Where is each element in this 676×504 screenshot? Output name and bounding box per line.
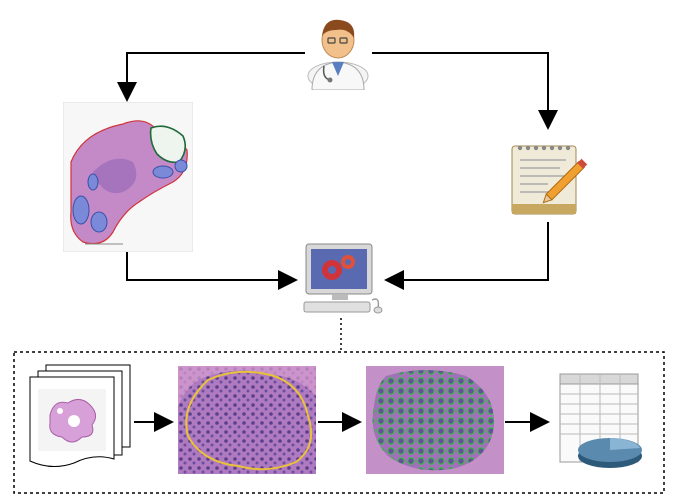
arrow-report-to-computer [384,222,549,290]
segmented-cells-tile [366,366,504,474]
doctor-icon [304,12,372,90]
annotated-slide-image [63,102,193,252]
pipeline-box [13,351,665,494]
arrow-doctor-to-report [372,52,558,130]
tissue-region-tile [178,366,316,474]
arrow-slide-to-computer [126,250,298,290]
computer-gears-icon [298,240,384,316]
arrow-doctor-to-slide [117,52,305,102]
spreadsheet-pie-chart-icon [556,372,646,472]
slide-stack-icon [24,363,134,473]
notepad-pencil-icon [508,140,590,216]
